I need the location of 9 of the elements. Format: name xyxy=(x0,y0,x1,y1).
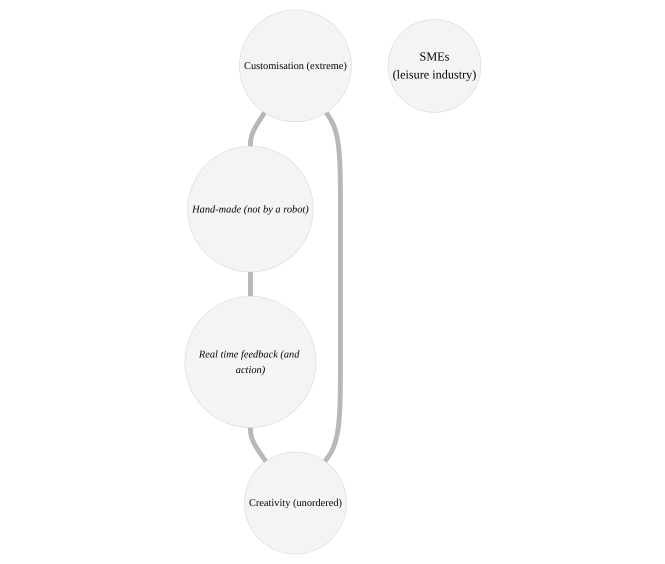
node-circle: SMEs (leisure industry) xyxy=(387,19,481,113)
node-circle: Customisation (extreme) xyxy=(238,10,352,122)
connector xyxy=(322,111,342,463)
node-circle: Real time feedback (and action) xyxy=(184,296,316,428)
node-circle: Hand-made (not by a robot) xyxy=(186,146,314,272)
node-circle: Creativity (unordered) xyxy=(244,452,346,554)
connector xyxy=(248,111,266,147)
connector xyxy=(248,427,268,463)
connector xyxy=(248,272,252,297)
